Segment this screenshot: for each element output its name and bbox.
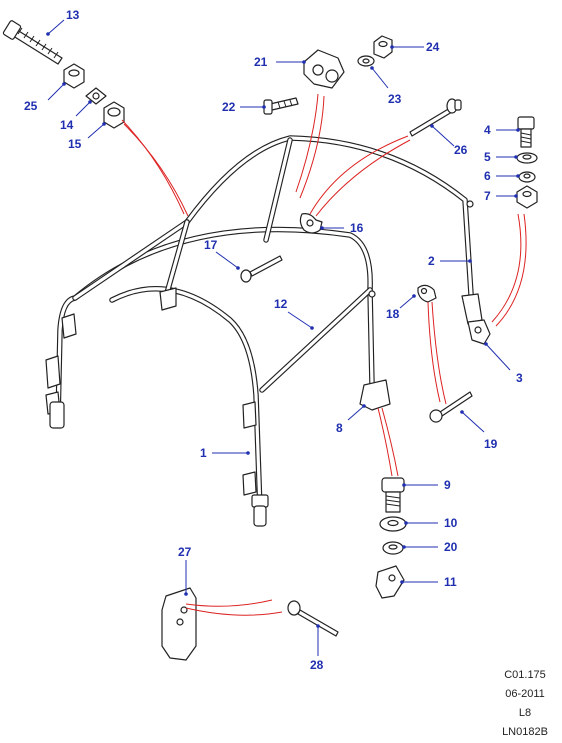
red-leader-lines [121, 93, 527, 616]
callout-label: 17 [204, 238, 218, 252]
reference-drawing-number: LN0182B [502, 726, 548, 738]
callout-label: 12 [274, 297, 288, 311]
part-rivet-3 [429, 391, 473, 423]
part-small-nut [373, 35, 393, 59]
part-screw [263, 97, 299, 115]
part-p-clip-2 [417, 284, 437, 303]
callout-label: 1 [200, 446, 207, 460]
part-bolt-9 [381, 477, 405, 513]
part-long-bolt [2, 20, 63, 65]
part-bolt-4 [517, 116, 535, 148]
part-washer [357, 55, 375, 67]
callout-label: 20 [444, 540, 458, 554]
part-rivet-small [240, 255, 283, 283]
callout-label: 3 [516, 371, 523, 385]
part-washer-10 [379, 516, 407, 532]
callout-label: 18 [386, 307, 400, 321]
callout-label: 27 [178, 545, 192, 559]
part-spring-washer-6 [518, 171, 536, 183]
callout-label: 13 [66, 8, 80, 22]
part-nut-7 [516, 185, 538, 209]
callout-9: 9 [402, 478, 451, 492]
part-locknut [103, 101, 125, 129]
reference-section: L8 [518, 707, 532, 719]
callout-22: 22 [222, 100, 266, 114]
callout-label: 16 [350, 221, 364, 235]
callout-label: 7 [484, 189, 491, 203]
callouts: 1 2 3 4 5 6 7 8 [24, 8, 523, 672]
part-square-washer [85, 87, 107, 105]
callout-3: 3 [484, 342, 523, 385]
callout-15: 15 [68, 122, 106, 151]
part-mounting-plate [161, 587, 197, 661]
callout-4: 4 [484, 123, 520, 137]
callout-27: 27 [178, 545, 192, 596]
callout-label: 2 [428, 254, 435, 268]
callout-label: 23 [388, 92, 402, 106]
callout-label: 21 [254, 55, 268, 69]
callout-6: 6 [484, 169, 520, 183]
callout-label: 10 [444, 516, 458, 530]
callout-label: 26 [454, 143, 468, 157]
callout-5: 5 [484, 150, 518, 164]
callout-23: 23 [370, 66, 402, 106]
callout-label: 5 [484, 150, 491, 164]
callout-label: 15 [68, 137, 82, 151]
callout-12: 12 [274, 297, 314, 330]
callout-label: 24 [426, 40, 440, 54]
callout-label: 25 [24, 99, 38, 113]
callout-label: 14 [60, 118, 74, 132]
callout-28: 28 [310, 624, 324, 672]
callout-19: 19 [460, 410, 498, 451]
callout-25: 25 [24, 82, 66, 113]
reference-date: 06-2011 [505, 688, 545, 700]
callout-20: 20 [402, 540, 458, 554]
callout-24: 24 [390, 40, 440, 54]
callout-label: 28 [310, 658, 324, 672]
callout-11: 11 [400, 575, 457, 589]
part-rivet-28 [287, 600, 339, 637]
callout-1: 1 [200, 446, 250, 460]
callout-7: 7 [484, 189, 518, 203]
callout-label: 11 [444, 575, 457, 589]
part-foot-mount [467, 319, 491, 345]
callout-13: 13 [46, 8, 80, 36]
callout-26: 26 [430, 124, 468, 157]
callout-label: 22 [222, 100, 236, 114]
callout-10: 10 [404, 516, 458, 530]
callout-label: 8 [336, 421, 343, 435]
callout-18: 18 [386, 294, 416, 321]
part-spring-washer-20 [382, 541, 404, 555]
part-clamp [303, 49, 345, 89]
callout-label: 19 [484, 437, 498, 451]
callout-label: 9 [444, 478, 451, 492]
callout-14: 14 [60, 100, 92, 132]
part-bracket-11 [375, 565, 405, 599]
part-washer-5 [516, 152, 538, 164]
callout-label: 4 [484, 123, 491, 137]
part-rivet [409, 98, 462, 137]
part-p-clip [299, 213, 323, 234]
roll-cage-frame [45, 135, 483, 527]
part-nut [63, 63, 85, 89]
callout-16: 16 [320, 221, 364, 235]
callout-21: 21 [254, 55, 306, 69]
callout-2: 2 [428, 254, 472, 268]
callout-17: 17 [204, 238, 240, 270]
callout-label: 6 [484, 169, 491, 183]
callout-8: 8 [336, 404, 366, 435]
reference-code: C01.175 [504, 669, 546, 681]
